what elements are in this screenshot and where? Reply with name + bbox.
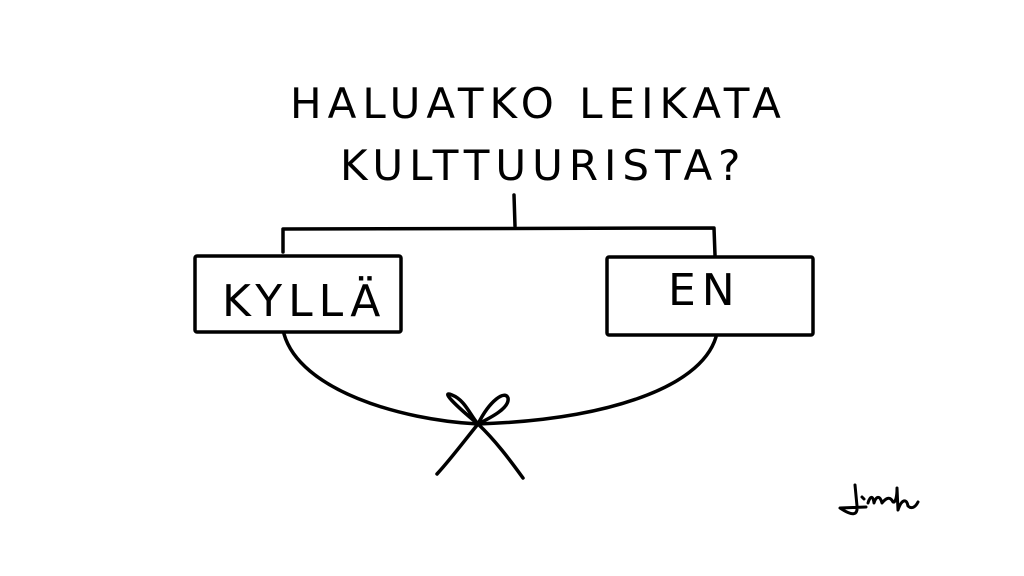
ribbon-right: [476, 335, 718, 426]
option-no-label: EN: [668, 265, 741, 316]
option-yes-border: [193, 254, 403, 334]
option-no-border: [605, 255, 815, 337]
question-line-1: HALUATKO LEIKATA: [290, 79, 787, 128]
signature: [838, 483, 920, 516]
question-stem: [512, 193, 517, 228]
option-yes-label: KYLLÄ: [222, 275, 386, 327]
ribbon-left: [282, 332, 480, 426]
branch-bracket: [281, 226, 717, 257]
bow-tail-right: [476, 422, 525, 480]
ribbon-bow: [282, 332, 718, 480]
option-no-box[interactable]: EN: [605, 255, 815, 337]
bow-loop-right: [476, 393, 510, 426]
bow-loop-left: [446, 392, 480, 426]
bow-tail-left: [435, 422, 480, 476]
connector-lines: [281, 193, 717, 257]
option-yes-box[interactable]: KYLLÄ: [193, 254, 403, 334]
question-line-2: KULTTUURISTA?: [340, 141, 746, 190]
